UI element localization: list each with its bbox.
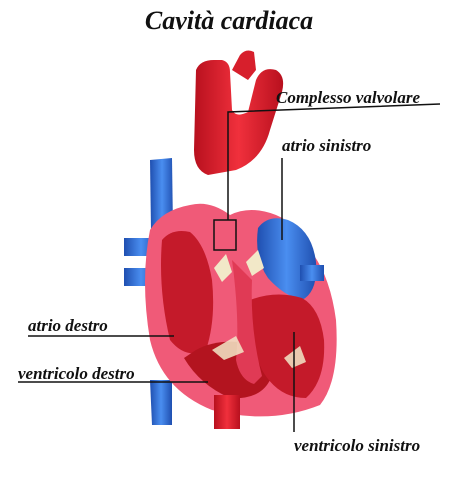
label-atrio-sinistro: atrio sinistro xyxy=(282,136,371,156)
vena-cava-inferior xyxy=(150,380,172,425)
label-ventricolo-destro: ventricolo destro xyxy=(18,364,135,384)
aorta xyxy=(194,60,283,175)
label-atrio-destro: atrio destro xyxy=(28,316,108,336)
label-complesso-valvolare: Complesso valvolare xyxy=(276,88,420,108)
label-ventricolo-sinistro: ventricolo sinistro xyxy=(294,436,420,456)
descending-aorta xyxy=(214,395,240,429)
aorta-branch xyxy=(232,51,256,80)
pulmonary-vein-right xyxy=(300,265,324,281)
